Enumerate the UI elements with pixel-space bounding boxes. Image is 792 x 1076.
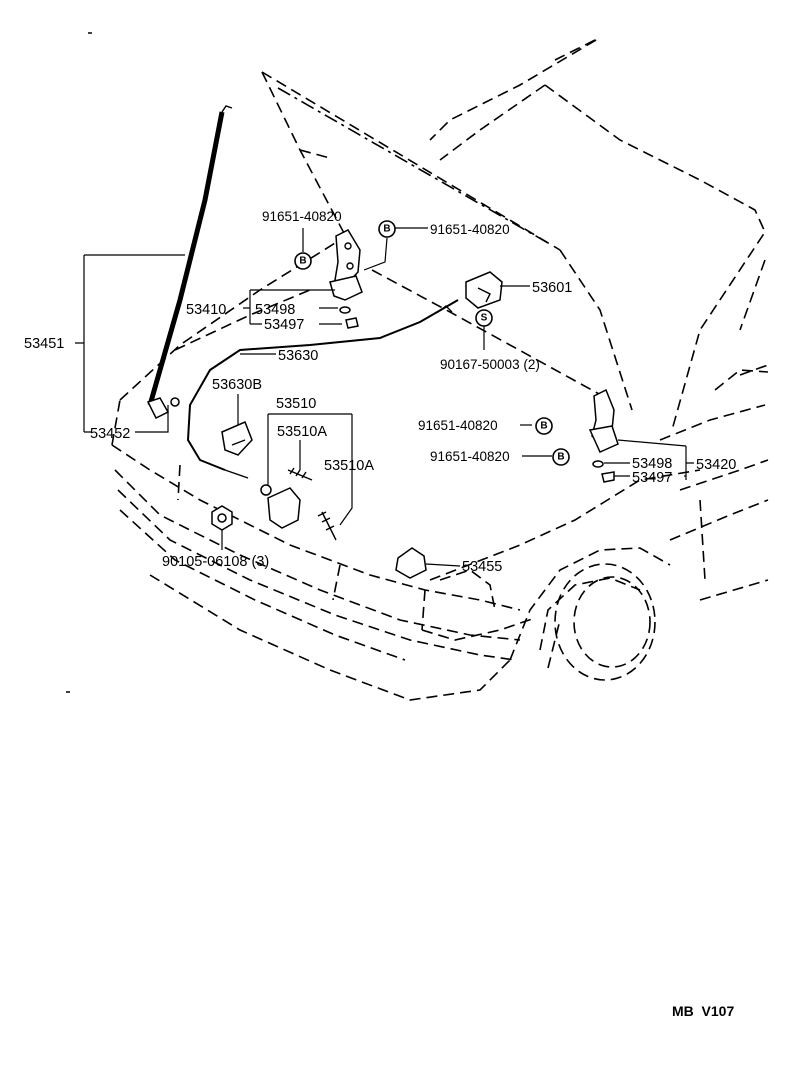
svg-text:B: B — [383, 224, 390, 235]
hood-support-rod — [146, 105, 233, 420]
label-53498-left: 53498 — [255, 302, 295, 318]
label-90105: 90105-06108 (3) — [162, 554, 269, 570]
label-53510: 53510 — [276, 396, 316, 412]
svg-text:S: S — [481, 313, 488, 324]
label-53410: 53410 — [186, 302, 226, 318]
label-53510a-upper: 53510A — [277, 424, 327, 440]
svg-text:B: B — [557, 452, 564, 463]
label-53497-right: 53497 — [632, 470, 672, 486]
label-90167: 90167-50003 (2) — [440, 357, 540, 372]
cable-clamp-53630b — [221, 421, 253, 456]
diagram-code: MB V107 — [672, 1003, 734, 1019]
hood-lock-53601 — [465, 271, 503, 309]
label-53420: 53420 — [696, 457, 736, 473]
label-53455: 53455 — [462, 559, 502, 575]
label-53498-right: 53498 — [632, 456, 672, 472]
label-53510a-lower: 53510A — [324, 458, 374, 474]
label-91651-right-lower: 91651-40820 — [430, 449, 510, 464]
leader-lines — [75, 227, 694, 567]
scan-specks — [66, 32, 92, 693]
hood-latch-53510 — [260, 467, 337, 541]
label-53601: 53601 — [532, 280, 572, 296]
vehicle-outline — [111, 39, 769, 701]
left-hood-hinge — [329, 229, 363, 301]
label-53497-left: 53497 — [264, 317, 304, 333]
bolt-mark-b4: B — [552, 448, 570, 466]
label-91651-top-left: 91651-40820 — [262, 209, 342, 224]
bolt-mark-b2: B — [378, 220, 396, 238]
right-hood-hinge — [588, 388, 619, 453]
bolt-mark-b3: B — [535, 417, 553, 435]
release-cable — [186, 299, 459, 479]
svg-text:B: B — [540, 421, 547, 432]
label-53452: 53452 — [90, 426, 130, 442]
label-53451: 53451 — [24, 336, 64, 352]
svg-text:B: B — [299, 256, 306, 267]
label-91651-right-upper: 91651-40820 — [418, 418, 498, 433]
label-91651-top-right: 91651-40820 — [430, 222, 510, 237]
bolt-mark-b1: B — [294, 252, 312, 270]
label-53630b: 53630B — [212, 377, 262, 393]
hood-stop-53455 — [395, 547, 427, 579]
label-53630: 53630 — [278, 348, 318, 364]
screw-mark-s1: S — [475, 309, 493, 327]
nut-90105 — [211, 505, 233, 531]
bushing-parts — [339, 306, 615, 483]
